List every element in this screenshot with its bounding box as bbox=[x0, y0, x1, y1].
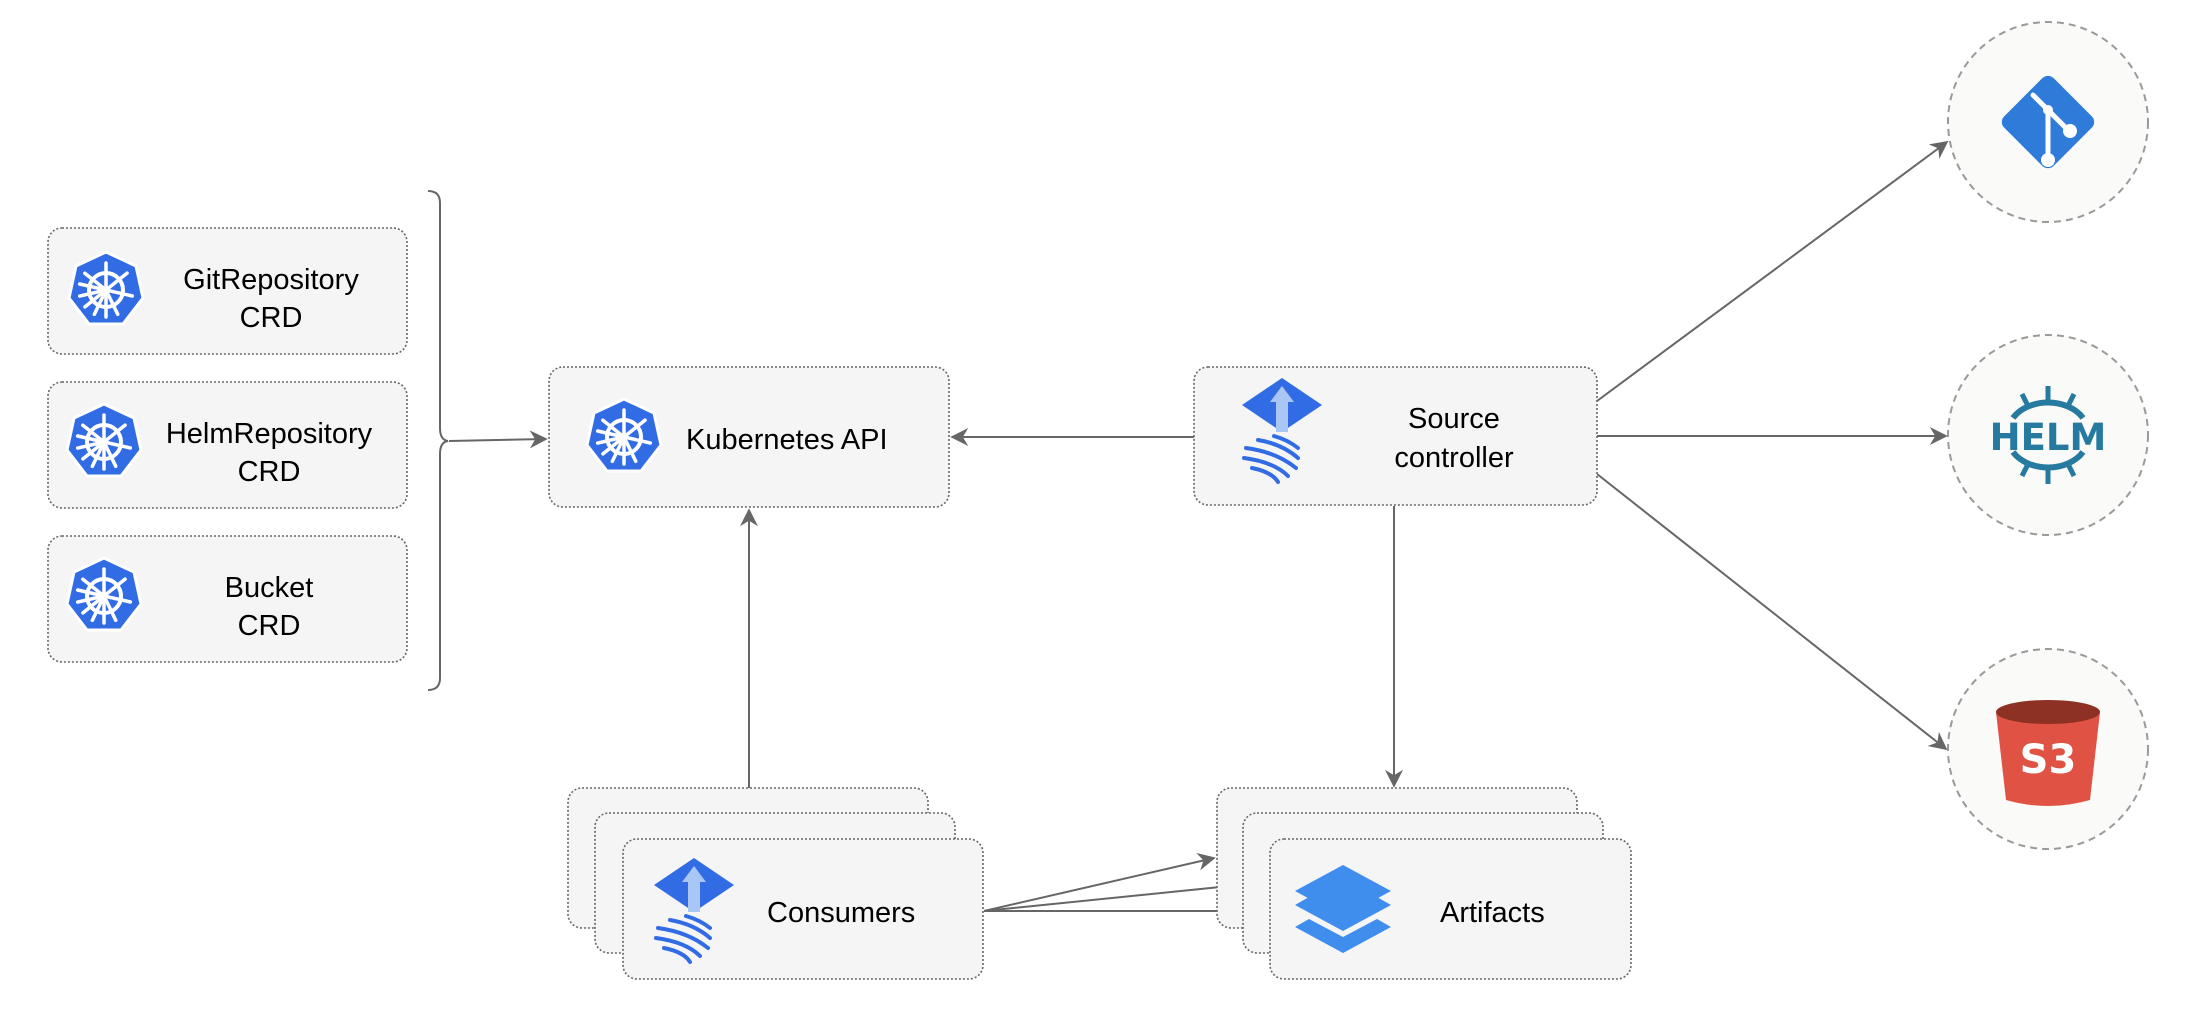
kubernetes-icon bbox=[65, 402, 143, 478]
s3-bucket-icon: S3 bbox=[1996, 700, 2100, 806]
node-label: GitRepository bbox=[183, 264, 359, 296]
node-label: Kubernetes API bbox=[686, 424, 888, 456]
kubernetes-icon bbox=[67, 250, 145, 326]
kubernetes-icon bbox=[585, 397, 663, 473]
git-repository-crd-node[interactable]: GitRepository CRD bbox=[47, 227, 408, 355]
edge-source-to-s3 bbox=[1596, 473, 1948, 751]
node-label: controller bbox=[1394, 442, 1514, 474]
git-icon bbox=[2001, 75, 2095, 169]
edge-consumers-to-artifacts-2 bbox=[983, 877, 1242, 912]
kubernetes-icon bbox=[65, 556, 143, 632]
node-label: CRD bbox=[238, 456, 301, 488]
helm-repository-crd-node[interactable]: HelmRepository CRD bbox=[47, 381, 408, 509]
s3-source-node[interactable]: S3 bbox=[1947, 648, 2149, 850]
node-label: CRD bbox=[240, 302, 303, 334]
helm-source-node[interactable]: HELM bbox=[1947, 334, 2149, 536]
node-label: Artifacts bbox=[1440, 897, 1545, 929]
edge-source-to-git bbox=[1596, 140, 1949, 402]
kubernetes-api-node[interactable]: Kubernetes API bbox=[548, 366, 950, 508]
edge-consumers-to-artifacts-1 bbox=[983, 852, 1216, 912]
node-label: Source bbox=[1408, 403, 1500, 435]
svg-text:HELM: HELM bbox=[1990, 416, 2107, 459]
svg-text:S3: S3 bbox=[2020, 737, 2077, 783]
node-label: Consumers bbox=[767, 897, 915, 929]
crd-brace bbox=[427, 190, 449, 691]
node-label: CRD bbox=[238, 610, 301, 642]
git-source-node[interactable] bbox=[1947, 21, 2149, 223]
source-controller-node[interactable]: Source controller bbox=[1193, 366, 1598, 506]
bucket-crd-node[interactable]: Bucket CRD bbox=[47, 535, 408, 663]
edge-crds-to-kubernetes-api bbox=[448, 430, 548, 449]
consumers-node[interactable]: Consumers bbox=[567, 787, 984, 980]
helm-icon: HELM bbox=[1990, 386, 2107, 484]
node-label: HelmRepository bbox=[166, 418, 373, 450]
artifacts-node[interactable]: Artifacts bbox=[1216, 787, 1632, 980]
node-label: Bucket bbox=[225, 572, 314, 604]
